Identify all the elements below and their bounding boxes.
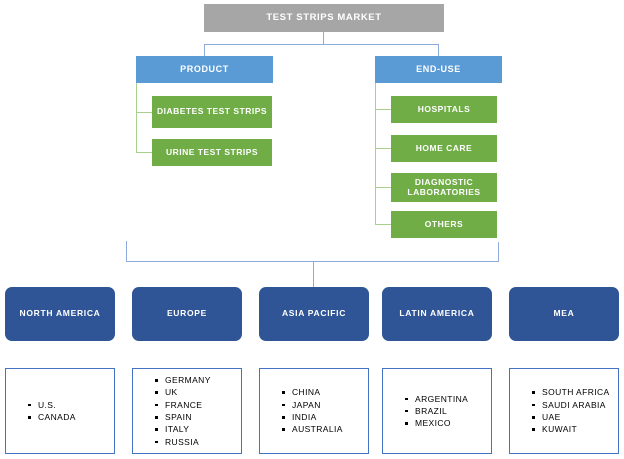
leaf-node-label: HOME CARE	[415, 142, 473, 153]
country-list-item: GERMANY	[155, 374, 241, 386]
leaf-node-hospitals: HOSPITALS	[391, 96, 497, 123]
connector-region-bracket	[126, 261, 499, 262]
connector-end-use-stub-4	[375, 224, 392, 225]
connector-end-use-stub-2	[375, 148, 392, 149]
leaf-node-diabetes-test-strips: DIABETES TEST STRIPS	[152, 96, 272, 128]
root-node-test-strips-market: TEST STRIPS MARKET	[204, 4, 444, 32]
country-list-item: UK	[155, 386, 241, 398]
leaf-node-others: OTHERS	[391, 211, 497, 238]
connector-product-stub-2	[136, 152, 153, 153]
segment-node-label: END-USE	[416, 64, 461, 75]
leaf-node-label: HOSPITALS	[417, 103, 471, 114]
country-list-item: MEXICO	[405, 417, 491, 429]
leaf-node-diagnostic-laboratories: DIAGNOSTIC LABORATORIES	[391, 173, 497, 202]
root-node-label: TEST STRIPS MARKET	[266, 11, 382, 23]
region-country-panel-north-america: U.S.CANADA	[5, 368, 115, 454]
segment-node-product: PRODUCT	[136, 56, 273, 83]
connector-end-use-spine	[375, 83, 376, 224]
connector-bracket-drop	[313, 261, 314, 287]
connector-to-product	[204, 44, 205, 56]
connector-root-stem	[323, 32, 324, 45]
country-list-item: SOUTH AFRICA	[532, 386, 618, 398]
leaf-node-home-care: HOME CARE	[391, 135, 497, 162]
country-list-item: SAUDI ARABIA	[532, 399, 618, 411]
country-list-item: RUSSIA	[155, 436, 241, 448]
country-list-item: ARGENTINA	[405, 393, 491, 405]
region-header-latin-america: LATIN AMERICA	[382, 287, 492, 341]
segment-node-end-use: END-USE	[375, 56, 502, 83]
country-list-item: FRANCE	[155, 399, 241, 411]
country-list-item: UAE	[532, 411, 618, 423]
connector-segment-bus	[204, 44, 439, 45]
connector-product-stub-1	[136, 112, 153, 113]
country-list-item: CHINA	[282, 386, 368, 398]
region-header-asia-pacific: ASIA PACIFIC	[259, 287, 369, 341]
connector-product-spine	[136, 83, 137, 153]
country-list-item: JAPAN	[282, 399, 368, 411]
leaf-node-urine-test-strips: URINE TEST STRIPS	[152, 139, 272, 166]
leaf-node-label: DIAGNOSTIC LABORATORIES	[407, 176, 481, 197]
country-list-item: U.S.	[28, 399, 114, 411]
country-list-item: CANADA	[28, 411, 114, 423]
country-list: U.S.CANADA	[6, 399, 114, 424]
connector-bracket-right-riser	[498, 242, 499, 262]
region-header-label: MEA	[553, 308, 575, 319]
leaf-node-label: DIABETES TEST STRIPS	[156, 106, 268, 117]
connector-to-end-use	[438, 44, 439, 56]
region-header-label: EUROPE	[166, 308, 208, 319]
leaf-node-label: URINE TEST STRIPS	[165, 146, 259, 157]
country-list-item: ITALY	[155, 423, 241, 435]
leaf-node-label: OTHERS	[424, 218, 464, 229]
connector-bracket-left-riser	[126, 241, 127, 262]
connector-end-use-stub-3	[375, 187, 392, 188]
region-header-north-america: NORTH AMERICA	[5, 287, 115, 341]
segment-node-label: PRODUCT	[180, 64, 229, 75]
country-list-item: SPAIN	[155, 411, 241, 423]
region-header-label: ASIA PACIFIC	[281, 308, 347, 319]
region-header-label: NORTH AMERICA	[19, 308, 101, 319]
connector-end-use-stub-1	[375, 109, 392, 110]
country-list-item: BRAZIL	[405, 405, 491, 417]
region-header-mea: MEA	[509, 287, 619, 341]
country-list-item: AUSTRALIA	[282, 423, 368, 435]
country-list-item: INDIA	[282, 411, 368, 423]
region-header-label: LATIN AMERICA	[399, 308, 475, 319]
region-header-europe: EUROPE	[132, 287, 242, 341]
country-list-item: KUWAIT	[532, 423, 618, 435]
